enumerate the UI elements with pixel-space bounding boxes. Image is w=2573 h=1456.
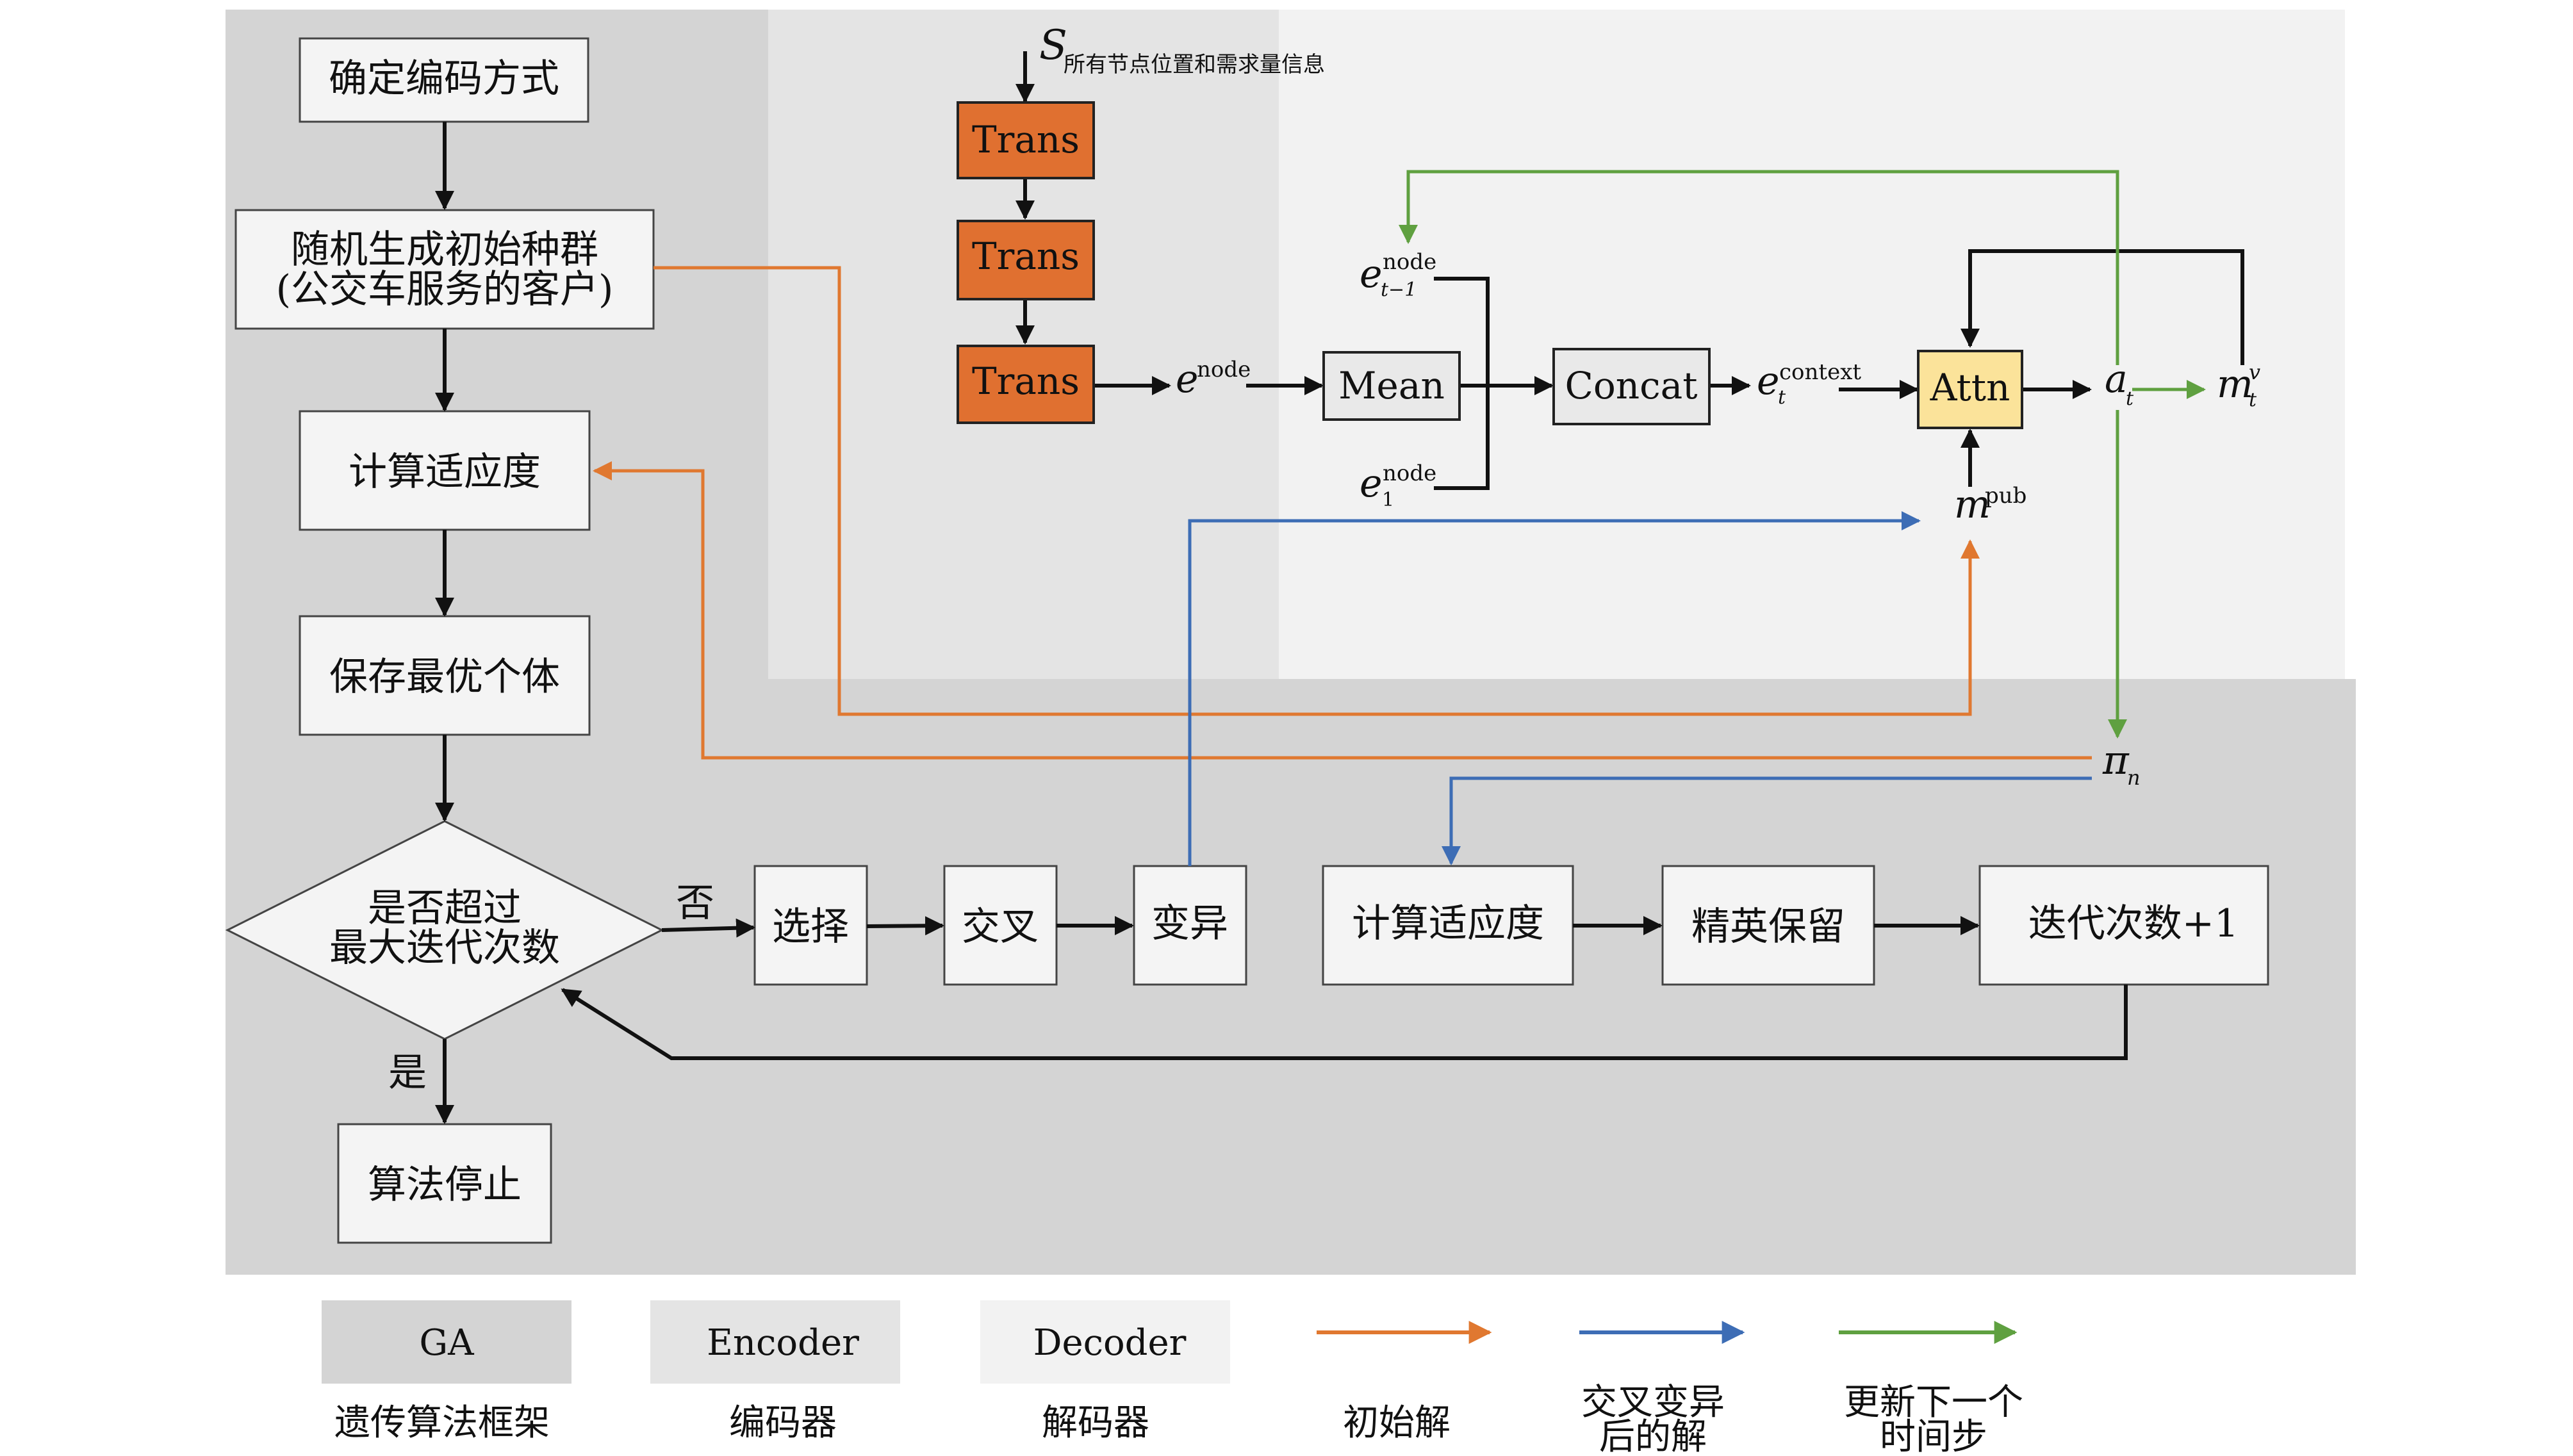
e-1-sup: node bbox=[1383, 461, 1436, 486]
e-t1-base: e bbox=[1360, 252, 1383, 297]
encode-label: 确定编码方式 bbox=[329, 56, 559, 101]
save-best-label: 保存最优个体 bbox=[329, 655, 560, 699]
attn-box bbox=[1917, 350, 2023, 429]
arrow-decision-select bbox=[661, 918, 755, 938]
m-v-sup: v bbox=[2249, 360, 2260, 384]
trans-box-3 bbox=[957, 345, 1095, 424]
legend: GA 遗传算法框架 Encoder 编码器 Decoder 解码器 初始解 交叉… bbox=[322, 1300, 2023, 1456]
e-ctx-sup: context bbox=[1779, 359, 1861, 385]
legend-ga-swatch bbox=[322, 1300, 571, 1384]
decoder-region bbox=[1279, 10, 2345, 679]
green-arrow-at-feedback bbox=[1399, 170, 2119, 365]
trans-box-1 bbox=[957, 101, 1095, 179]
e-1-sub: 1 bbox=[1382, 489, 1394, 511]
e-ctx-base: e bbox=[1757, 359, 1780, 404]
decision-line2: 最大迭代次数 bbox=[329, 926, 560, 970]
crossover-box bbox=[943, 865, 1058, 986]
mean-label: Mean bbox=[1338, 364, 1445, 407]
encode-box bbox=[299, 37, 589, 123]
legend-blue-caption-line2: 后的解 bbox=[1599, 1416, 1707, 1453]
blue-arrow-pi-to-fitness2 bbox=[1442, 776, 2092, 865]
e-context-label: e context t bbox=[1757, 359, 1861, 409]
pi-n-label: π n bbox=[2102, 737, 2141, 790]
fitness2-label: 计算适应度 bbox=[1352, 901, 1544, 946]
trans-label-3: Trans bbox=[972, 359, 1080, 403]
s-symbol: S bbox=[1039, 22, 1067, 69]
init-population-line1: 随机生成初始种群 bbox=[291, 227, 598, 272]
m-v-t-label: m v t bbox=[2217, 360, 2260, 411]
e-t1-sup: node bbox=[1383, 249, 1436, 275]
concat-box bbox=[1552, 348, 1711, 425]
arrow-mv-attn-feedback bbox=[1961, 249, 2244, 365]
arrow-iteration-loopback bbox=[561, 985, 2128, 1060]
no-label: 否 bbox=[676, 881, 714, 926]
select-label: 选择 bbox=[772, 904, 849, 949]
m-v-base: m bbox=[2217, 362, 2253, 407]
fitness2-box bbox=[1322, 865, 1574, 986]
crossover-label: 交叉 bbox=[962, 904, 1039, 949]
trans-label-1: Trans bbox=[972, 118, 1080, 161]
trans-label-2: Trans bbox=[972, 234, 1080, 278]
legend-encoder-swatch bbox=[650, 1300, 900, 1384]
e-node-sup: node bbox=[1197, 357, 1251, 382]
e-t1-sub: t−1 bbox=[1381, 279, 1417, 301]
legend-green-caption-line1: 更新下一个 bbox=[1844, 1382, 2023, 1423]
legend-blue-caption-line1: 交叉变异 bbox=[1581, 1382, 1725, 1423]
trans-box-2 bbox=[957, 220, 1095, 300]
elite-box bbox=[1661, 865, 1875, 986]
e-node-1-label: e node 1 bbox=[1360, 461, 1436, 511]
legend-decoder-swatch bbox=[980, 1300, 1230, 1384]
pi-base: π bbox=[2102, 737, 2130, 783]
orange-arrow-pi-to-fitness bbox=[593, 461, 2092, 760]
init-population-line2: (公交车服务的客户) bbox=[276, 267, 614, 312]
m-pub-label: m pub bbox=[1954, 482, 2026, 527]
a-sub: t bbox=[2126, 388, 2134, 410]
orange-arrow-init-to-mpub bbox=[654, 266, 1980, 716]
yes-label: 是 bbox=[388, 1051, 427, 1095]
legend-orange-caption: 初始解 bbox=[1343, 1402, 1451, 1444]
e-node-label: e node bbox=[1176, 357, 1251, 402]
pi-sub: n bbox=[2127, 765, 2141, 790]
encoder-s-input: S 所有节点位置和需求量信息 bbox=[1039, 22, 1325, 78]
mutation-label: 变异 bbox=[1151, 901, 1228, 946]
legend-ga-caption: 遗传算法框架 bbox=[334, 1402, 550, 1444]
iteration-label: 迭代次数+1 bbox=[2028, 901, 2239, 946]
fitness-label: 计算适应度 bbox=[349, 450, 541, 495]
m-v-sub: t bbox=[2249, 389, 2257, 411]
legend-encoder-label: Encoder bbox=[707, 1322, 859, 1364]
m-pub-sup: pub bbox=[1985, 483, 2026, 509]
stop-box bbox=[337, 1123, 552, 1244]
bracket-e-inputs bbox=[1434, 277, 1490, 490]
legend-green-caption-line2: 时间步 bbox=[1880, 1416, 1987, 1453]
stop-label: 算法停止 bbox=[368, 1163, 522, 1207]
s-subscript: 所有节点位置和需求量信息 bbox=[1064, 52, 1325, 78]
legend-ga-label: GA bbox=[419, 1322, 474, 1364]
elite-label: 精英保留 bbox=[1691, 904, 1845, 949]
concat-label: Concat bbox=[1565, 364, 1697, 407]
legend-decoder-caption: 解码器 bbox=[1042, 1402, 1149, 1444]
e-node-base: e bbox=[1176, 357, 1199, 402]
e-node-t-minus-1-label: e node t−1 bbox=[1360, 249, 1436, 301]
e-ctx-sub: t bbox=[1778, 386, 1786, 409]
m-pub-base: m bbox=[1954, 482, 1991, 527]
e-1-base: e bbox=[1360, 461, 1383, 506]
legend-encoder-caption: 编码器 bbox=[729, 1402, 837, 1444]
decision-line1: 是否超过 bbox=[368, 886, 522, 931]
iteration-box bbox=[1978, 865, 2269, 986]
blue-arrow-mutation-to-mpub bbox=[1188, 511, 1921, 866]
mean-box bbox=[1322, 351, 1461, 421]
attn-label: Attn bbox=[1930, 366, 2010, 409]
legend-decoder-label: Decoder bbox=[1033, 1322, 1187, 1364]
